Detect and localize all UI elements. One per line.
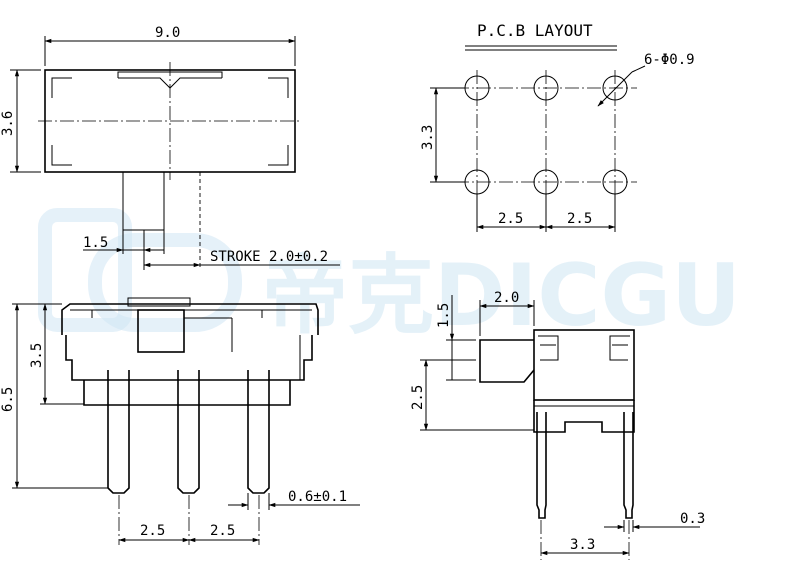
dim-height-3-5: 3.5	[29, 343, 45, 368]
side-view: 2.0 1.5 2.5 0.3 3.3	[410, 290, 705, 560]
dim-height-6-5: 6.5	[0, 387, 16, 412]
pitch-2-5-left: 2.5	[140, 523, 165, 539]
front-view: 6.5 3.5 0.6±0.1 2.5 2.5	[0, 297, 360, 545]
pcb-dim-2-5-right: 2.5	[567, 211, 592, 227]
watermark-text: 帝克DICGU	[262, 246, 741, 346]
watermark-logo: 帝克DICGU	[38, 208, 741, 346]
dim-1-5: 1.5	[83, 235, 108, 251]
pitch-2-5-right: 2.5	[210, 523, 235, 539]
pcb-dim-2-5-left: 2.5	[498, 211, 523, 227]
pin-width-0-3: 0.3	[680, 511, 705, 527]
dim-height-3-6: 3.6	[0, 111, 16, 136]
dim-width-9: 9.0	[155, 25, 180, 41]
pcb-layout: P.C.B LAYOUT 6-Φ0.9 3.3 2.5 2.5	[420, 21, 695, 232]
pcb-dim-3-3: 3.3	[420, 125, 436, 150]
actuator-height-1-5: 1.5	[436, 303, 452, 328]
pin-span-3-3: 3.3	[570, 537, 595, 553]
stroke-label: STROKE 2.0±0.2	[210, 249, 328, 265]
top-view: 9.0 3.6 1.5 STROKE 2.0±0.2	[0, 25, 340, 270]
pcb-hole	[533, 75, 559, 101]
pcb-layout-title: P.C.B LAYOUT	[477, 21, 593, 40]
hole-diameter-label: 6-Φ0.9	[644, 52, 695, 68]
side-offset-2-5: 2.5	[410, 385, 426, 410]
actuator-width-2-0: 2.0	[494, 290, 519, 306]
pin-width-label: 0.6±0.1	[288, 489, 347, 505]
pcb-hole	[602, 75, 628, 101]
